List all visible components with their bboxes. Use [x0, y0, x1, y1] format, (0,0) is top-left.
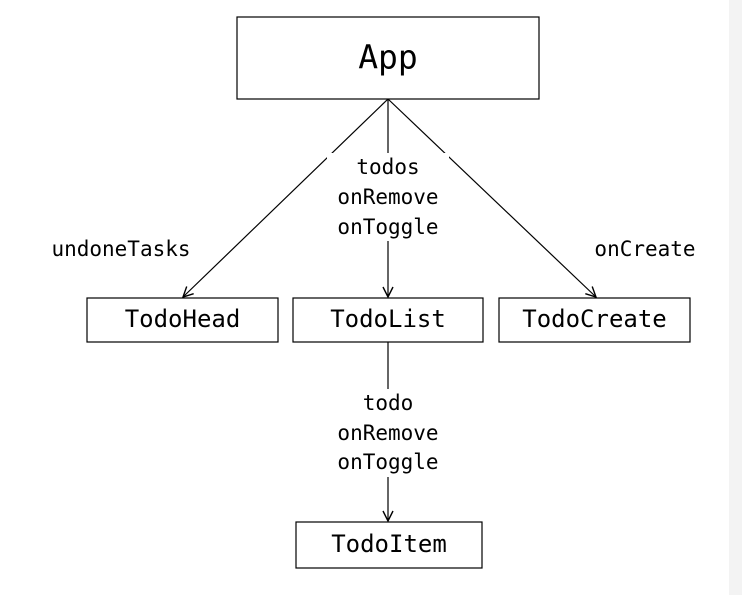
node-app: App — [236, 16, 540, 100]
edge-app-to-todohead — [183, 98, 389, 297]
edge-label-oncreate: onCreate — [594, 237, 695, 261]
edge-label-item-onremove: onRemove — [337, 421, 438, 445]
node-todocreate-box — [498, 297, 691, 343]
node-todolist: TodoList — [292, 297, 484, 343]
edge-app-to-todocreate — [387, 98, 596, 297]
node-todoitem-label: TodoItem — [331, 530, 447, 558]
node-todocreate: TodoCreate — [498, 297, 691, 343]
node-todohead-label: TodoHead — [125, 305, 241, 333]
edge-label-undonetasks: undoneTasks — [51, 237, 190, 261]
edge-label-onremove: onRemove — [337, 185, 438, 209]
node-todohead-box — [86, 297, 279, 343]
edge-label-item-ontoggle: onToggle — [337, 450, 438, 474]
edge-label-ontoggle: onToggle — [337, 215, 438, 239]
edge-label-todolist-to-todoitem: todo onRemove onToggle — [327, 389, 449, 477]
edge-label-todo: todo — [363, 391, 414, 415]
edge-label-todos: todos — [356, 155, 419, 179]
edge-label-app-to-todocreate: onCreate — [594, 237, 695, 261]
node-todocreate-label: TodoCreate — [522, 305, 667, 333]
node-app-label: App — [358, 38, 418, 77]
edge-label-app-to-todohead: undoneTasks — [51, 237, 190, 261]
node-todoitem-box — [295, 521, 483, 569]
edge-label-background — [327, 389, 449, 477]
node-todolist-label: TodoList — [330, 305, 446, 333]
node-todohead: TodoHead — [86, 297, 279, 343]
node-todoitem: TodoItem — [295, 521, 483, 569]
edge-label-app-to-todolist: todos onRemove onToggle — [327, 153, 449, 241]
node-todolist-box — [292, 297, 484, 343]
right-edge-strip — [729, 0, 742, 595]
node-app-box — [236, 16, 540, 100]
edge-label-background — [327, 153, 449, 241]
